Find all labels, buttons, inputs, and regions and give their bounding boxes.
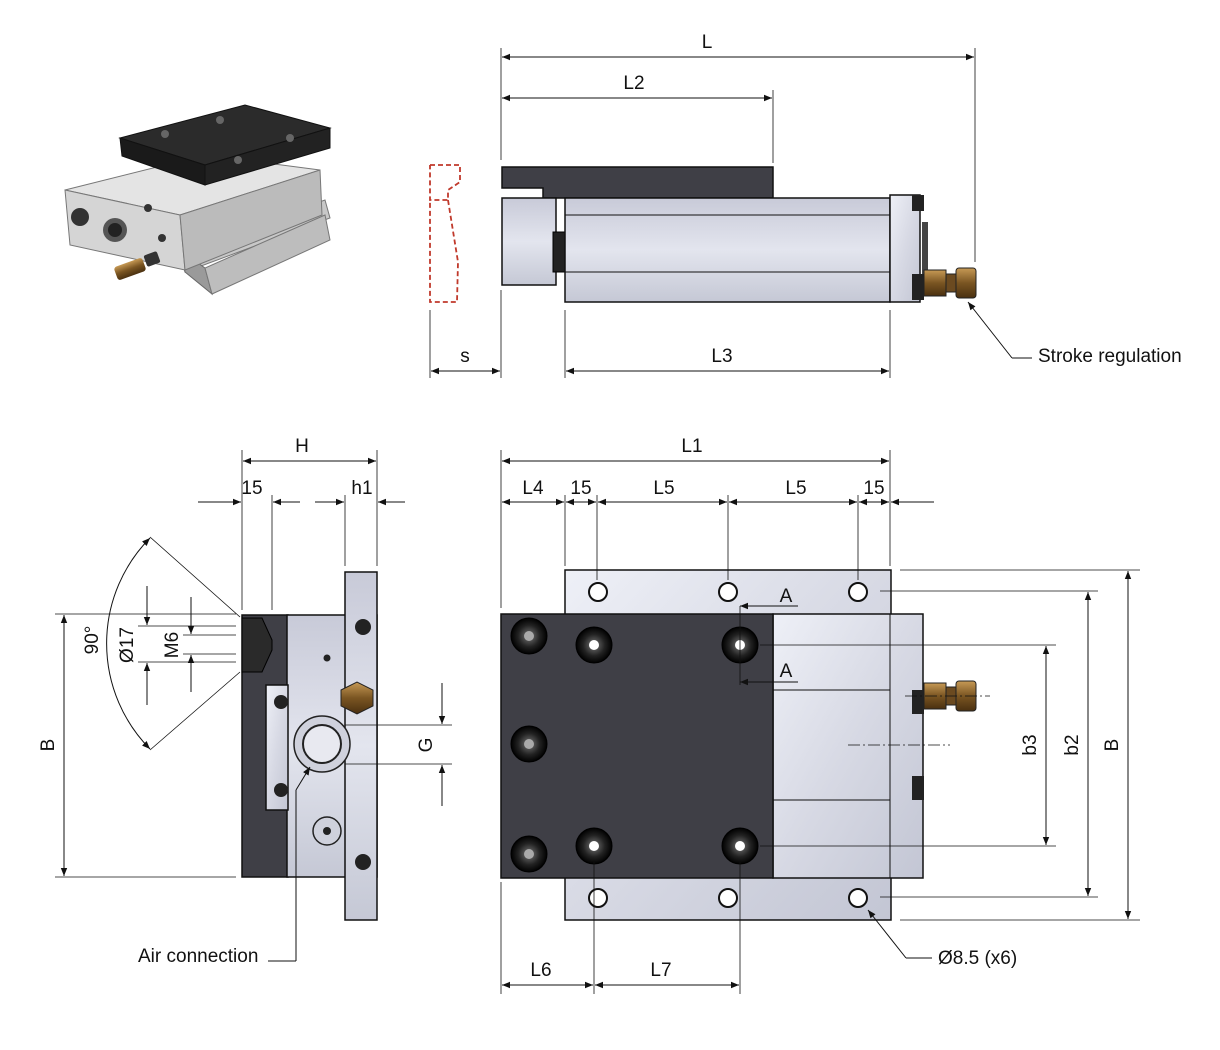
label-G: G	[416, 738, 437, 753]
label-L6: L6	[530, 960, 551, 981]
dim-angle-90: 90°	[82, 536, 241, 751]
label-A-bottom: A	[780, 661, 793, 682]
label-M6: M6	[162, 632, 183, 658]
dim-L: L	[500, 32, 976, 262]
stroke-regulation-nut	[923, 269, 947, 297]
mount-hole	[848, 582, 868, 602]
dim-L2: L2	[502, 73, 774, 163]
label-15-top-b: 15	[863, 478, 884, 499]
note-air-connection: Air connection	[138, 766, 311, 967]
label-B-right: B	[1102, 739, 1123, 752]
stroke-ghost-outline	[429, 164, 461, 303]
end-view	[241, 571, 378, 921]
dim-right-verticals: b3 b2 B	[760, 569, 1140, 921]
label-angle: 90°	[82, 626, 103, 655]
dim-G: G	[345, 683, 452, 806]
label-B-left: B	[38, 739, 59, 752]
label-H: H	[295, 436, 309, 457]
air-connection-label: Air connection	[138, 946, 258, 967]
label-L3: L3	[711, 346, 732, 367]
countersunk-hole	[575, 827, 613, 865]
dim-H: H	[241, 436, 378, 610]
label-h1: h1	[351, 478, 372, 499]
label-L5-a: L5	[653, 478, 674, 499]
label-L5-b: L5	[785, 478, 806, 499]
top-plate-side	[501, 166, 774, 199]
dim-h1: h1	[315, 478, 405, 566]
product-photo	[64, 104, 332, 296]
body-top	[772, 613, 924, 879]
dim-row-bottom: L6 L7	[500, 862, 741, 994]
label-A-top: A	[780, 586, 793, 607]
mount-hole	[848, 888, 868, 908]
countersunk-hole	[721, 827, 759, 865]
countersunk-hole	[510, 835, 548, 873]
label-15-end: 15	[241, 478, 262, 499]
countersunk-hole	[510, 617, 548, 655]
note-holes: Ø8.5 (x6)	[867, 909, 1017, 969]
cylinder-body-side	[564, 197, 891, 303]
dim-L3: L3	[564, 310, 891, 378]
label-b2: b2	[1062, 734, 1083, 755]
side-view	[429, 164, 977, 303]
label-L2: L2	[623, 73, 644, 94]
front-block-side	[501, 197, 557, 286]
note-stroke-regulation: Stroke regulation	[967, 301, 1182, 367]
label-s: s	[460, 346, 470, 367]
countersunk-hole	[510, 725, 548, 763]
stroke-regulation-label: Stroke regulation	[1038, 346, 1182, 367]
label-L1: L1	[681, 436, 702, 457]
holes-label: Ø8.5 (x6)	[938, 948, 1017, 969]
dim-row-top: L4 15 L5 L5 15	[502, 478, 934, 580]
dim-d17: Ø17	[117, 586, 236, 705]
top-view	[500, 569, 990, 921]
mount-hole	[718, 582, 738, 602]
dim-M6: M6	[162, 597, 236, 692]
label-L: L	[702, 32, 713, 53]
label-d17: Ø17	[117, 627, 138, 663]
dim-L1: L1	[500, 436, 891, 608]
section-marks: A A	[739, 586, 798, 686]
label-L4: L4	[522, 478, 544, 499]
label-15-top-a: 15	[570, 478, 591, 499]
dim-15-end: 15	[198, 478, 300, 610]
mount-hole	[588, 888, 608, 908]
dim-s: s	[429, 290, 502, 378]
label-b3: b3	[1020, 734, 1041, 755]
mount-hole	[588, 582, 608, 602]
label-L7: L7	[650, 960, 671, 981]
countersunk-hole	[575, 626, 613, 664]
mount-hole	[718, 888, 738, 908]
